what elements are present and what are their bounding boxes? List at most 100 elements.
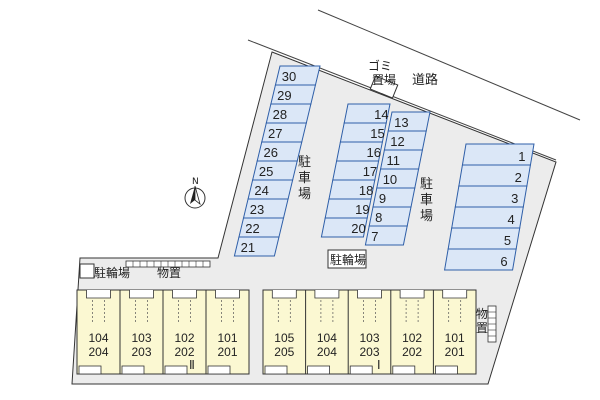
unit-number-lower: 201	[217, 345, 237, 359]
parking-stall-number: 27	[268, 126, 282, 141]
road-edge-line	[317, 9, 581, 121]
entrance-notch	[215, 290, 240, 299]
unit-number-upper: 101	[445, 331, 465, 345]
parking-stall-number: 21	[241, 240, 255, 255]
bicycle-rack	[125, 260, 211, 268]
balcony	[164, 365, 188, 375]
parking-stall-column_c-6	[364, 225, 408, 246]
garbage-box	[369, 75, 399, 99]
road-edge-line-2	[247, 39, 557, 161]
building-outline	[262, 289, 477, 375]
parking-stall-number: 15	[370, 126, 384, 141]
entrance-notch	[172, 290, 197, 299]
parking-stall-number: 4	[508, 212, 515, 227]
svg-text:駐: 駐	[420, 177, 433, 192]
parking-stall-number: 12	[390, 134, 404, 149]
parking-stall-number: 2	[515, 170, 522, 185]
parking-stall-number: 7	[371, 229, 378, 244]
parking-stall-number: 8	[375, 210, 382, 225]
unit-number-upper: 103	[359, 331, 379, 345]
parking-stall-number: 19	[355, 202, 369, 217]
parking-stall-number: 23	[250, 202, 264, 217]
unit-number-upper: 101	[217, 331, 237, 345]
parking-stall-number: 28	[273, 107, 287, 122]
unit-number-lower: 201	[445, 345, 465, 359]
unit-number-lower: 204	[88, 345, 108, 359]
entrance-notch	[314, 290, 340, 299]
unit-number-lower: 204	[317, 345, 337, 359]
unit-number-lower: 202	[174, 345, 194, 359]
parking-stall-number: 6	[500, 254, 507, 269]
bicycle-parking-left-box	[79, 263, 95, 279]
parking-stall-number: 9	[379, 191, 386, 206]
unit-number-upper: 104	[88, 331, 108, 345]
parking-stall-column_a-9	[233, 236, 280, 257]
road-label: 道路	[412, 72, 438, 88]
entrance-notch	[271, 290, 297, 299]
unit-number-lower: 203	[359, 345, 379, 359]
balcony	[207, 365, 231, 375]
parking-stall-number: 25	[259, 164, 273, 179]
unit-number-upper: 104	[317, 331, 337, 345]
unit-number-upper: 105	[274, 331, 294, 345]
parking-stall-number: 22	[245, 221, 259, 236]
storage-right-label: 物 置	[476, 307, 488, 335]
parking-stall-number: 10	[383, 172, 397, 187]
parking-stall-number: 26	[263, 145, 277, 160]
svg-text:置: 置	[476, 321, 488, 335]
unit-number-upper: 102	[174, 331, 194, 345]
bicycle-parking-left-label: 駐輪場	[94, 265, 130, 280]
parking-stall-number: 14	[374, 107, 388, 122]
parking-stall-number: 16	[367, 145, 381, 160]
entrance-notch	[86, 290, 111, 299]
parking-stall-column_b-6	[320, 217, 368, 238]
parking-stall-number: 11	[387, 153, 401, 168]
balcony	[392, 365, 416, 375]
garbage-label-2: 置場	[372, 73, 396, 87]
parking-stall-number: 17	[363, 164, 377, 179]
parking-stall-number: 20	[351, 221, 365, 236]
unit-number-lower: 203	[131, 345, 151, 359]
north-arrow-icon: N	[184, 177, 206, 209]
balcony	[307, 365, 331, 375]
parking-column-a: 30 29 28 27 26 25 24 23 22 21	[233, 65, 321, 257]
balcony	[349, 365, 373, 375]
storage-right-rack	[487, 305, 497, 343]
unit-number-upper: 103	[131, 331, 151, 345]
parking-stall-number: 18	[359, 183, 373, 198]
parking-label-right: 駐 車 場	[420, 177, 433, 224]
unit-number-lower: 205	[274, 345, 294, 359]
parking-stall-number: 24	[254, 183, 268, 198]
entrance-notch	[129, 290, 154, 299]
parking-stall-number: 13	[394, 115, 408, 130]
garbage-label-1: ゴミ	[368, 58, 392, 73]
svg-text:車: 車	[298, 171, 311, 186]
entrance-notch	[442, 290, 468, 299]
parking-stall-number: 5	[504, 233, 511, 248]
parking-label-left: 駐 車 場	[298, 155, 311, 202]
svg-text:物: 物	[476, 307, 488, 321]
parking-column-b: 14 15 16 17 18 19 20	[320, 103, 391, 238]
parking-stall-column_d-5	[443, 248, 517, 271]
parking-stall-number: 30	[282, 69, 296, 84]
entrance-notch	[357, 290, 382, 299]
svg-text:場: 場	[298, 187, 311, 202]
unit-number-lower: 202	[402, 345, 422, 359]
balcony	[434, 365, 458, 375]
unit-number-upper: 102	[402, 331, 422, 345]
storage-left-label: 物置	[157, 266, 181, 280]
bicycle-parking-center-box	[327, 249, 367, 269]
svg-text:車: 車	[420, 193, 433, 208]
balcony	[121, 365, 145, 375]
north-label: N	[192, 177, 199, 187]
parking-stall-number: 29	[277, 88, 291, 103]
balcony	[78, 365, 102, 375]
bicycle-parking-center-label: 駐輪場	[330, 252, 366, 267]
building-1-name: Ⅰ	[377, 358, 381, 372]
building-2-name: Ⅱ	[189, 358, 195, 372]
parking-column-c: 13 12 11 10 9 8 7	[364, 111, 431, 246]
